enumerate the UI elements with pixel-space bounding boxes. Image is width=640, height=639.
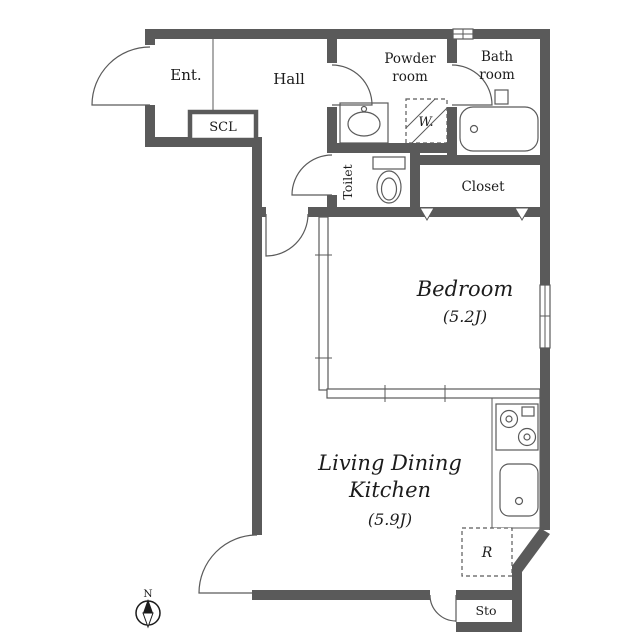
bedroom-window	[539, 284, 551, 349]
bath-room-door-arc	[451, 64, 493, 106]
powder-room-door-arc	[331, 64, 373, 106]
fridge-space-label: R	[481, 545, 493, 561]
bathtub-icon	[459, 89, 539, 152]
toilet-door-arc	[291, 154, 333, 196]
compass: N	[135, 588, 161, 629]
windows	[452, 28, 551, 349]
fixtures	[187, 39, 541, 622]
south-needle-icon	[142, 612, 154, 629]
ldk-label-2: Kitchen	[348, 478, 431, 502]
compass-north-label: N	[143, 588, 152, 600]
ldk-label-1: Living Dining	[317, 451, 462, 475]
bath-room-label-2: room	[479, 67, 515, 83]
kitchen-sink-icon	[499, 463, 539, 517]
entrance-door-arc	[91, 46, 151, 106]
shoe-closet-label: SCL	[209, 120, 237, 135]
entrance-label: Ent.	[170, 66, 201, 84]
closet-door-notch	[419, 207, 435, 221]
walls	[145, 29, 550, 632]
fridge-space-box	[461, 527, 513, 577]
kitchen-counter	[491, 397, 541, 529]
bath-room-label-1: Bath	[481, 49, 513, 65]
top-window	[452, 28, 474, 40]
hall-label: Hall	[273, 70, 305, 88]
washer-space-box	[405, 98, 448, 144]
hall-ldk-door-arc	[265, 213, 309, 257]
stove-icon	[495, 403, 539, 451]
room-labels: Ent. Hall Powder room Bath room SCL W. T…	[170, 49, 515, 618]
ldk-size-label: (5.9J)	[368, 510, 412, 529]
closet-label: Closet	[461, 179, 505, 195]
toilet-icon	[372, 156, 406, 204]
powder-room-label-2: room	[392, 69, 428, 85]
powder-room-label-1: Powder	[384, 51, 436, 67]
closet-door-notch	[514, 207, 530, 221]
bedroom-partitions	[315, 216, 541, 402]
bedroom-size-label: (5.2J)	[443, 307, 487, 326]
shoe-closet-box	[187, 109, 259, 143]
washbasin-icon	[339, 102, 389, 144]
washer-space-label: W.	[418, 115, 433, 130]
ldk-terrace-door-arc	[198, 534, 258, 594]
bedroom-label: Bedroom	[416, 277, 514, 301]
north-needle-icon	[143, 599, 153, 613]
storage-label: Sto	[475, 603, 496, 618]
toilet-label: Toilet	[340, 164, 355, 199]
storage-door-arc	[429, 594, 457, 622]
door-arcs	[91, 46, 493, 622]
